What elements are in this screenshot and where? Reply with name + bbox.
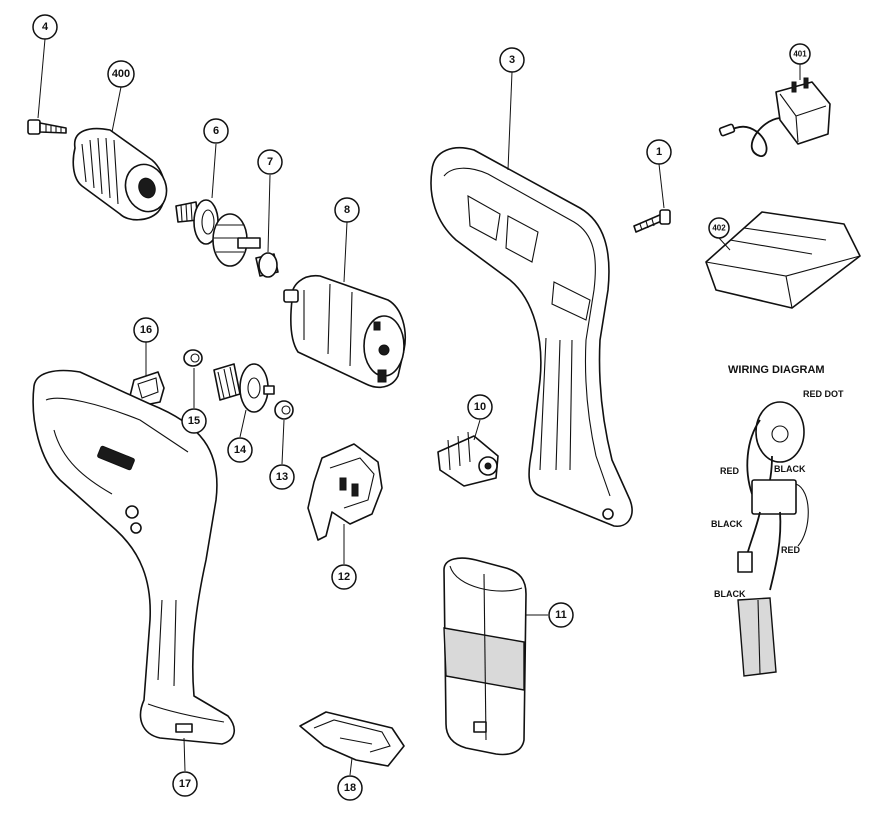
svg-text:18: 18	[344, 782, 356, 794]
svg-text:7: 7	[267, 156, 273, 168]
callout-1: 1	[646, 139, 672, 165]
part-housing-3	[430, 146, 633, 527]
part-motor-8	[283, 275, 406, 389]
wire-label-black-2: BLACK	[711, 519, 743, 529]
part-battery-cover-18	[299, 711, 405, 767]
callout-400: 400	[107, 60, 135, 88]
callout-17: 17	[172, 771, 198, 797]
svg-text:11: 11	[555, 609, 567, 621]
callout-15: 15	[181, 408, 207, 434]
leader-lines	[37, 38, 801, 776]
svg-text:4: 4	[42, 21, 49, 33]
wiring-diagram-title: WIRING DIAGRAM	[728, 364, 825, 376]
part-chuck-400	[72, 127, 168, 221]
svg-text:17: 17	[179, 778, 191, 790]
wiring-battery	[737, 597, 777, 677]
callout-401: 401	[789, 43, 811, 65]
part-screw-4	[27, 119, 67, 135]
callout-16: 16	[133, 317, 159, 343]
svg-text:401: 401	[793, 50, 807, 59]
wire-label-black-3: BLACK	[714, 589, 746, 599]
wiring-terminal	[737, 551, 753, 573]
callout-3: 3	[499, 47, 525, 73]
part-case-402	[705, 211, 861, 309]
svg-text:14: 14	[234, 444, 247, 456]
callout-10: 10	[467, 394, 493, 420]
callout-8: 8	[334, 197, 360, 223]
callout-402: 402	[708, 217, 730, 239]
wire-label-red-2: RED	[781, 545, 801, 555]
svg-text:13: 13	[276, 471, 288, 483]
svg-text:3: 3	[509, 54, 515, 66]
wiring-switch	[751, 479, 797, 515]
svg-text:10: 10	[474, 401, 486, 413]
svg-text:400: 400	[112, 68, 130, 80]
svg-text:15: 15	[188, 415, 200, 427]
part-battery-11	[443, 557, 527, 756]
part-screw-1	[633, 209, 671, 233]
svg-text:1: 1	[656, 146, 662, 158]
part-gear-14	[213, 363, 275, 413]
callout-6: 6	[203, 118, 229, 144]
svg-text:8: 8	[344, 204, 350, 216]
part-terminal-10	[437, 431, 499, 487]
part-charger-401	[718, 77, 831, 157]
part-bushing-7	[255, 252, 279, 278]
callout-11: 11	[548, 602, 574, 628]
part-spindle-gear-6	[175, 199, 261, 267]
svg-text:16: 16	[140, 324, 152, 336]
part-bushing-13	[274, 400, 294, 420]
callout-4: 4	[32, 14, 58, 40]
callout-18: 18	[337, 775, 363, 801]
wire-label-red: RED	[720, 466, 740, 476]
svg-text:6: 6	[213, 125, 219, 137]
callout-12: 12	[331, 564, 357, 590]
callout-13: 13	[269, 464, 295, 490]
wire-label-black: BLACK	[774, 464, 806, 474]
wiring-motor	[755, 401, 805, 463]
wiring-diagram: WIRING DIAGRAM RED DOT RED BLACK BLACK R…	[711, 364, 844, 677]
wire-label-red-dot: RED DOT	[803, 389, 844, 399]
callout-7: 7	[257, 149, 283, 175]
part-switch-12	[307, 443, 383, 541]
part-bushing-15	[183, 349, 203, 367]
svg-text:12: 12	[338, 571, 350, 583]
svg-text:402: 402	[712, 224, 726, 233]
callout-14: 14	[227, 437, 253, 463]
part-housing-17	[32, 369, 235, 745]
